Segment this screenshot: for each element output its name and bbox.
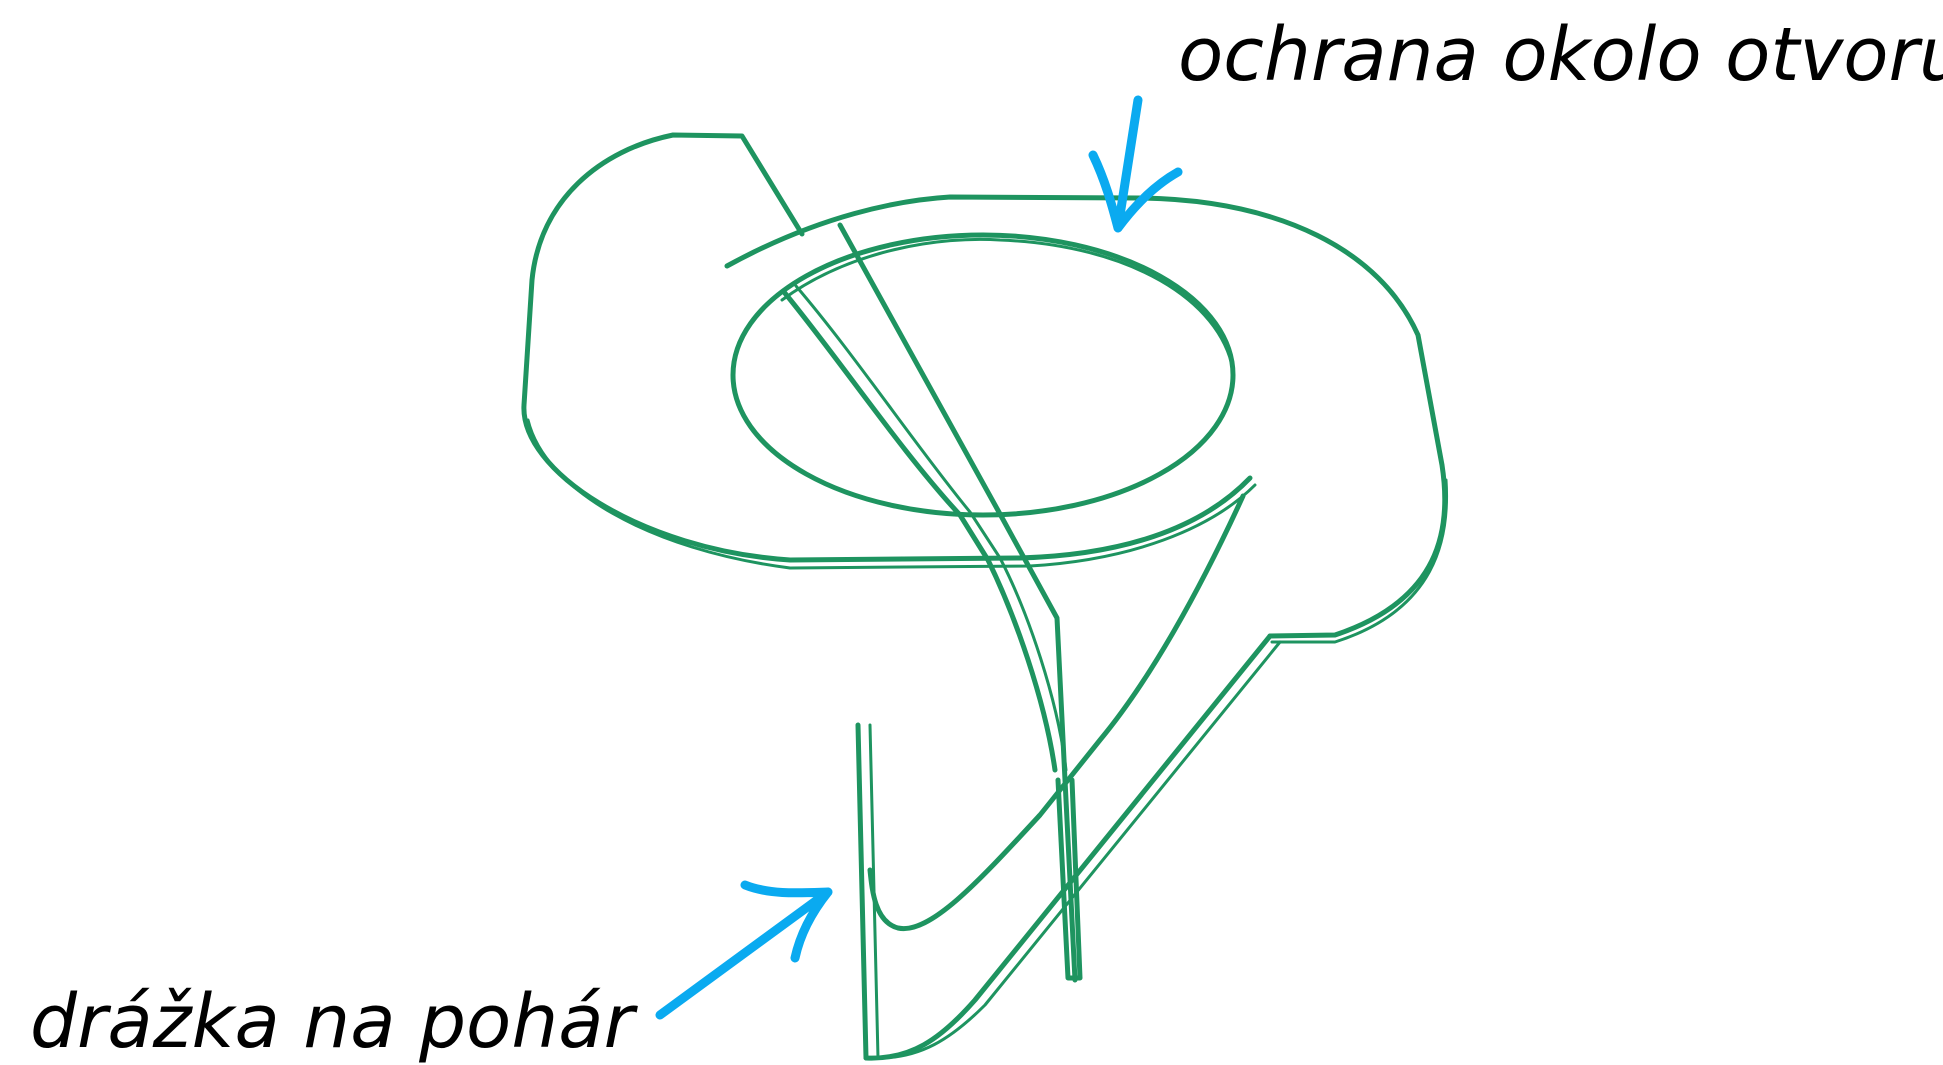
groove-bottom-arm-edge [876,640,1282,1060]
groove-left-post-edge [868,723,880,1060]
outer-plate-right-inner-edge [1270,478,1449,644]
holder-sketch [521,132,1449,1061]
groove-left-post [855,722,869,1061]
groove-curve-outline [867,493,1246,932]
outer-plate-left-inner-edge [526,418,1257,570]
diagonal-strut-outline [781,289,1058,773]
diagonal-strut-right [837,222,1078,983]
diagonal-strut-edge [794,284,1068,772]
arrow-bottom-icon [655,880,833,1020]
label-protection-around-opening: ochrana okolo otvoru [1178,12,1943,98]
center-opening-outline [730,232,1236,518]
annotation-arrows [655,95,1183,1020]
groove-right-post [1055,777,1083,981]
outer-plate-outline [724,194,1448,639]
center-opening-rim [780,237,1235,372]
arrow-top-icon [1088,95,1183,233]
label-cup-groove: drážka na pohár [30,979,634,1065]
